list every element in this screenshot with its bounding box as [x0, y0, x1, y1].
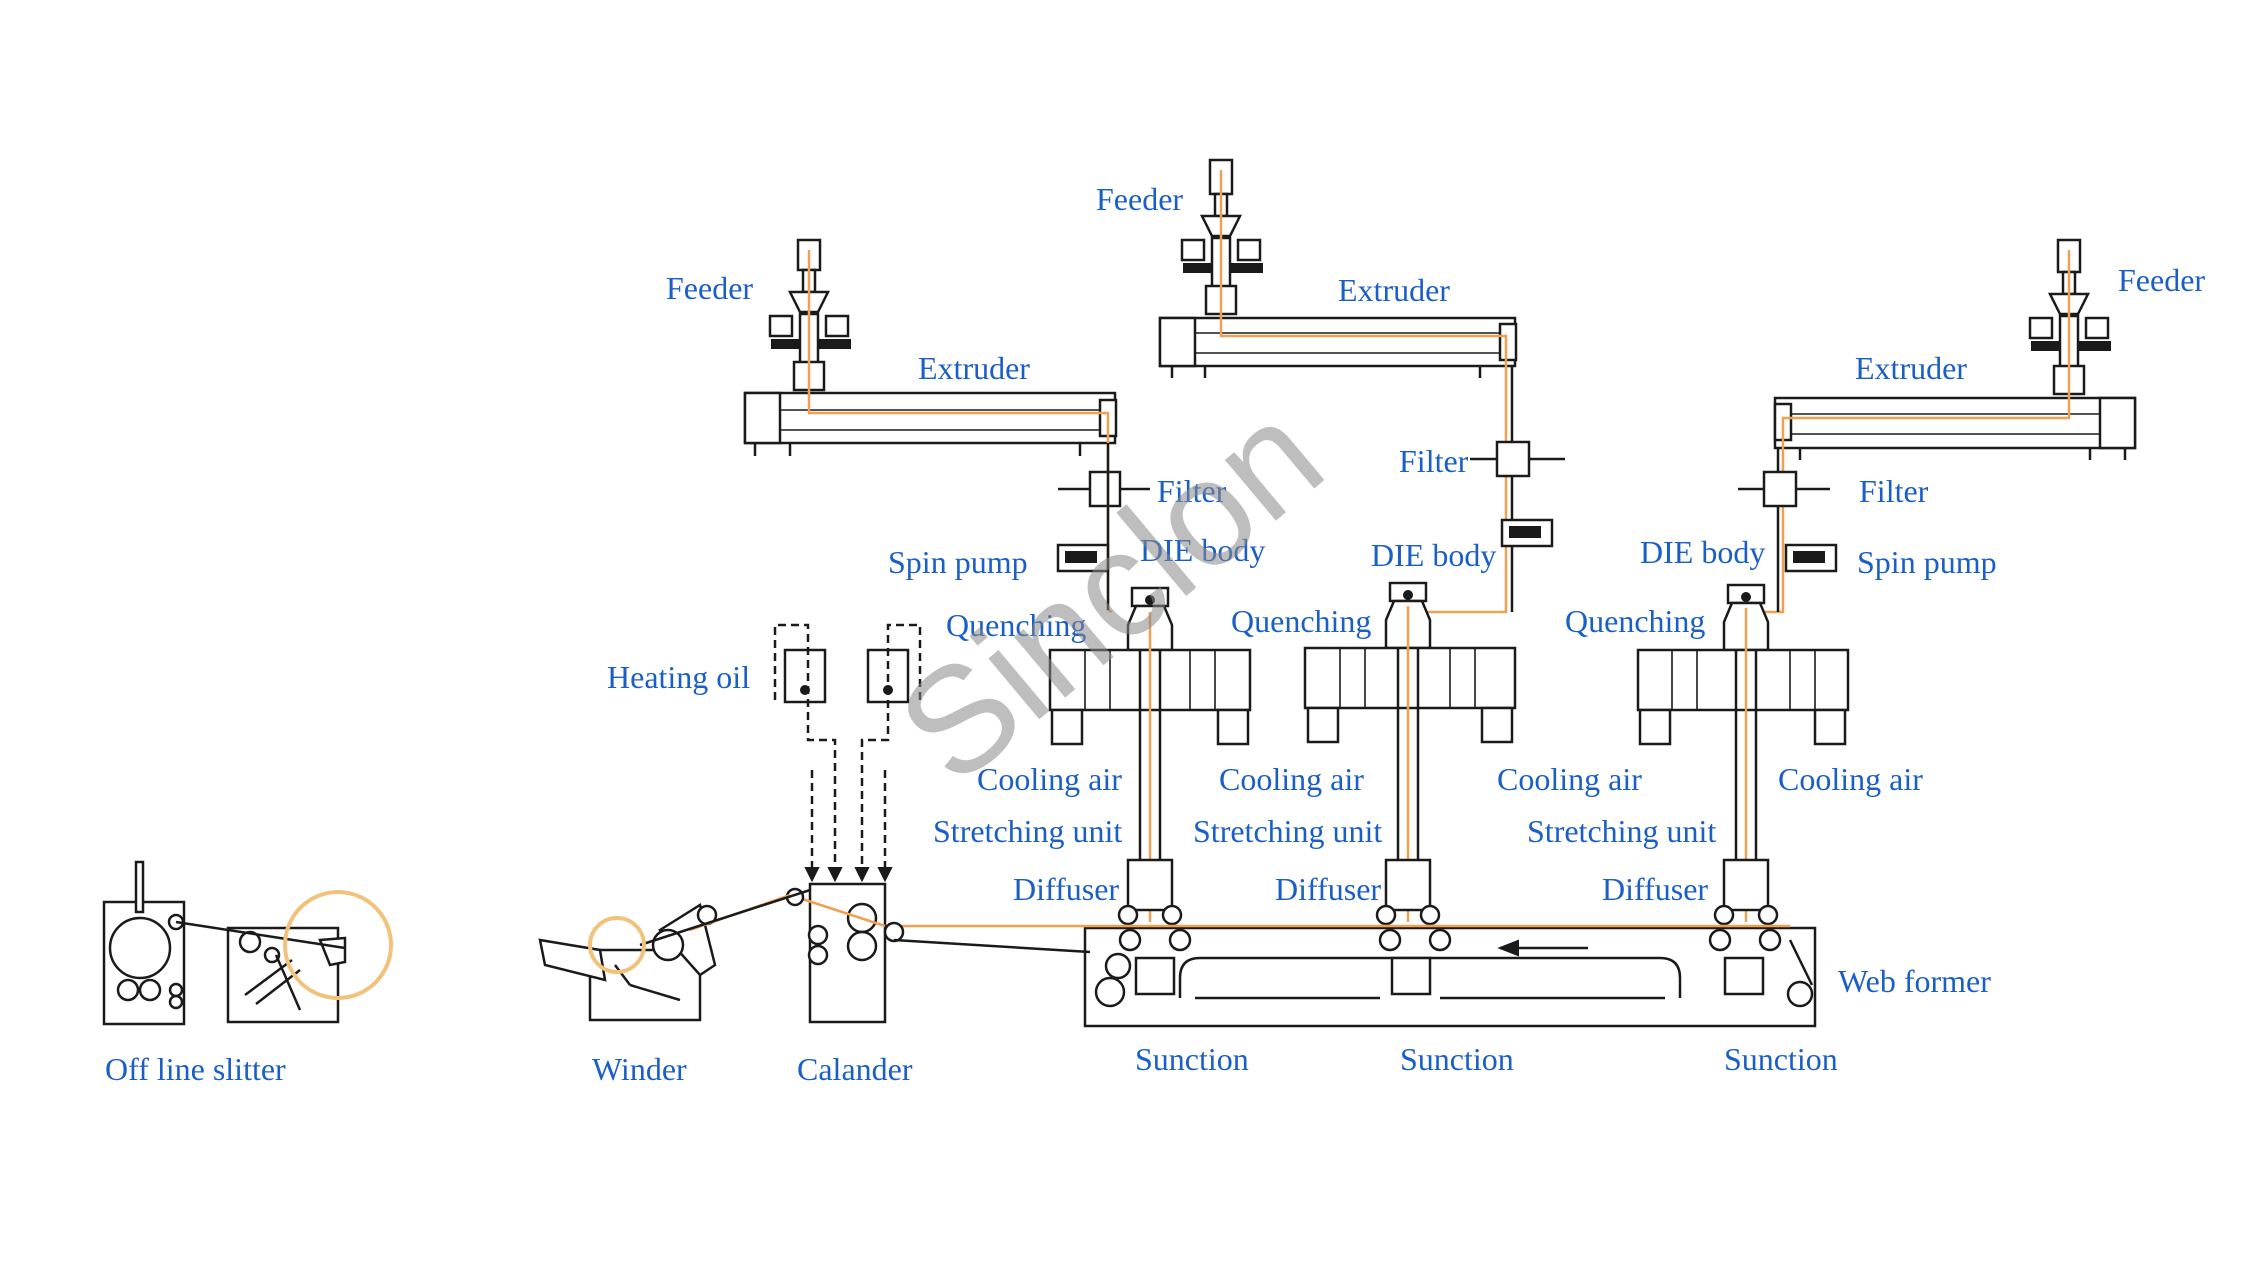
- feeder-label-2: Feeder: [1096, 181, 1183, 217]
- calander-label: Calander: [797, 1051, 913, 1087]
- station-1: [743, 238, 1252, 926]
- filter-3-unit: [1738, 470, 1830, 508]
- spin-pump-3-unit: [1784, 543, 1838, 573]
- diffuser-label-3: Diffuser: [1602, 871, 1708, 907]
- quenching-label-1: Quenching: [946, 607, 1086, 643]
- web-former-label: Web former: [1838, 963, 1991, 999]
- die-body-label-2: DIE body: [1371, 537, 1496, 573]
- diffuser-1-unit: [1117, 858, 1183, 926]
- extruder-label-3: Extruder: [1855, 350, 1967, 386]
- winder-unit: [538, 887, 811, 1022]
- filter-2-unit: [1470, 440, 1565, 478]
- spin-pump-2-unit: [1500, 518, 1554, 548]
- feeder-2-unit: [1180, 158, 1263, 316]
- extruder-label-2: Extruder: [1338, 272, 1450, 308]
- slitter-highlight-circle: [283, 890, 393, 1000]
- cooling-air-label-1: Cooling air: [977, 761, 1122, 797]
- diffuser-label-1: Diffuser: [1013, 871, 1119, 907]
- winder-highlight-circle: [588, 916, 646, 974]
- stretching-unit-label-2: Stretching unit: [1193, 813, 1382, 849]
- quenching-label-2: Quenching: [1231, 603, 1371, 639]
- cooling-air-label-2: Cooling air: [1219, 761, 1364, 797]
- web-former-unit: [885, 924, 1817, 1028]
- filter-1-unit: [1058, 470, 1150, 508]
- melt-line-1: [807, 250, 1113, 614]
- flow-arrow-icon: [1497, 939, 1519, 957]
- filter-label-2: Filter: [1399, 443, 1469, 479]
- stretching-unit-label-3: Stretching unit: [1527, 813, 1716, 849]
- quenching-3-unit: [1636, 648, 1850, 746]
- quenching-2-unit: [1303, 646, 1517, 744]
- feeder-label-1: Feeder: [666, 270, 753, 306]
- melt-line-3: [1744, 250, 2071, 614]
- diffuser-label-2: Diffuser: [1275, 871, 1381, 907]
- diffuser-2-unit: [1375, 858, 1441, 926]
- die-body-label-1: DIE body: [1140, 532, 1265, 568]
- sunction-label-2: Sunction: [1400, 1041, 1514, 1077]
- filter-label-3: Filter: [1859, 473, 1929, 509]
- sunction-label-1: Sunction: [1135, 1041, 1249, 1077]
- extruder-label-1: Extruder: [918, 350, 1030, 386]
- off-line-slitter-label: Off line slitter: [105, 1051, 286, 1087]
- stretching-unit-label-1: Stretching unit: [933, 813, 1122, 849]
- cooling-air-label-4: Cooling air: [1778, 761, 1923, 797]
- cooling-air-label-3: Cooling air: [1497, 761, 1642, 797]
- heating-oil-unit: [773, 623, 922, 883]
- station-2: [1158, 158, 1565, 926]
- melt-line-2: [1219, 170, 1508, 614]
- calander-unit: [789, 882, 1091, 1024]
- heating-oil-label: Heating oil: [607, 659, 750, 695]
- extruder-1-unit: [743, 391, 1118, 456]
- spin-pump-1-unit: [1056, 543, 1110, 573]
- filter-label-1: Filter: [1157, 473, 1227, 509]
- labels: Feeder Extruder Filter Spin pump DIE bod…: [105, 181, 2205, 1087]
- spin-pump-label-1: Spin pump: [888, 544, 1028, 580]
- winder-label: Winder: [592, 1051, 687, 1087]
- off-line-slitter-unit: [102, 860, 393, 1026]
- diffuser-3-unit: [1713, 858, 1779, 926]
- station-3: [1636, 238, 2137, 926]
- feeder-label-3: Feeder: [2118, 262, 2205, 298]
- extruder-2-unit: [1158, 316, 1518, 378]
- extruder-3-unit: [1773, 396, 2137, 460]
- die-body-label-3: DIE body: [1640, 534, 1765, 570]
- spin-pump-label-3: Spin pump: [1857, 544, 1997, 580]
- sunction-label-3: Sunction: [1724, 1041, 1838, 1077]
- quenching-label-3: Quenching: [1565, 603, 1705, 639]
